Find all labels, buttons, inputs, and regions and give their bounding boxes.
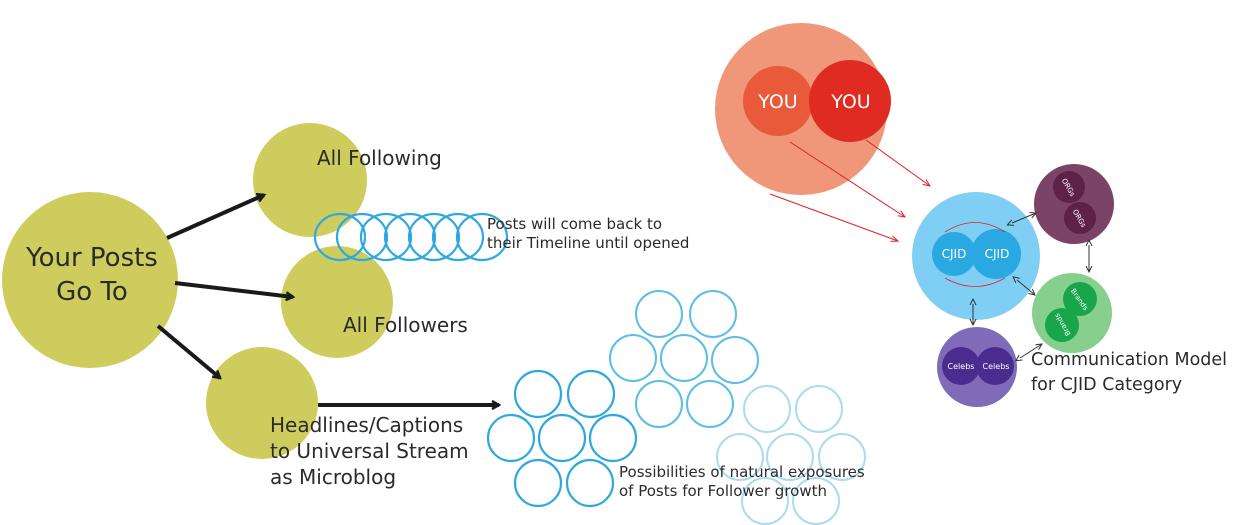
- orgs-circle-top: [1053, 171, 1085, 203]
- source-label-line-2: Go To: [56, 277, 128, 307]
- exposure-note-line-1: Possibilities of natural exposures: [619, 463, 865, 481]
- caption-line-1: Communication Model: [1031, 350, 1228, 370]
- source-label: Your Posts Go To: [12, 241, 172, 309]
- brands-circle-bottom: [1045, 308, 1079, 342]
- all-following-circle: [253, 123, 367, 237]
- you-label-right: YOU: [830, 91, 870, 113]
- headlines-label-line-2: to Universal Stream: [270, 439, 469, 463]
- celebs-circle-right: [976, 347, 1014, 385]
- cjid-cycle-top: [944, 222, 1006, 233]
- exposure-rings-mid: [609, 290, 759, 428]
- headlines-label-line-1: Headlines/Captions: [270, 413, 464, 437]
- exposure-note-line-2: of Posts for Follower growth: [619, 482, 827, 500]
- headlines-label: Headlines/Captions to Universal Stream a…: [270, 412, 469, 490]
- source-circle: [2, 192, 178, 368]
- you-to-cjid-arrows: [769, 139, 930, 241]
- arrow-to-following: [166, 195, 264, 240]
- you-circle-right: [809, 60, 891, 142]
- caption-line-2: for CJID Category: [1031, 375, 1183, 395]
- headlines-circle: [206, 347, 318, 459]
- timeline-ring-chain: [313, 212, 509, 262]
- cjid-cycle-bottom: [944, 277, 1006, 287]
- you-label-left: YOU: [757, 91, 797, 113]
- cjid-circle-right: [971, 229, 1021, 279]
- category-connectors: [973, 213, 1089, 358]
- arrow-to-headlines: [156, 324, 220, 378]
- you-circle-left: [743, 66, 813, 136]
- timeline-note-line-1: Posts will come back to: [487, 215, 663, 233]
- all-followers-label: All Followers: [343, 313, 468, 337]
- source-label-line-1: Your Posts: [26, 243, 158, 273]
- exposure-rings-near: [486, 369, 638, 508]
- cjid-label-left: CJID: [942, 247, 967, 261]
- exposure-note: Possibilities of natural exposures of Po…: [619, 463, 865, 501]
- celebs-label-left: Celebs: [948, 362, 975, 371]
- celebs-circle-left: [942, 347, 980, 385]
- cjid-label-right: CJID: [985, 247, 1010, 261]
- cjid-circle-left: [932, 232, 976, 276]
- headlines-label-line-3: as Microblog: [270, 465, 397, 489]
- timeline-note-line-2: their Timeline until opened: [487, 234, 690, 252]
- all-followers-circle: [281, 246, 393, 358]
- orgs-circle-bottom: [1064, 202, 1096, 234]
- communication-model-caption: Communication Model for CJID Category: [1031, 348, 1227, 398]
- all-following-label: All Following: [317, 146, 442, 170]
- arrow-to-followers: [174, 281, 293, 297]
- celebs-label-right: Celebs: [983, 362, 1010, 371]
- brands-circle-top: [1063, 282, 1097, 316]
- exposure-rings-far: [716, 385, 866, 525]
- timeline-note: Posts will come back to their Timeline u…: [487, 215, 689, 253]
